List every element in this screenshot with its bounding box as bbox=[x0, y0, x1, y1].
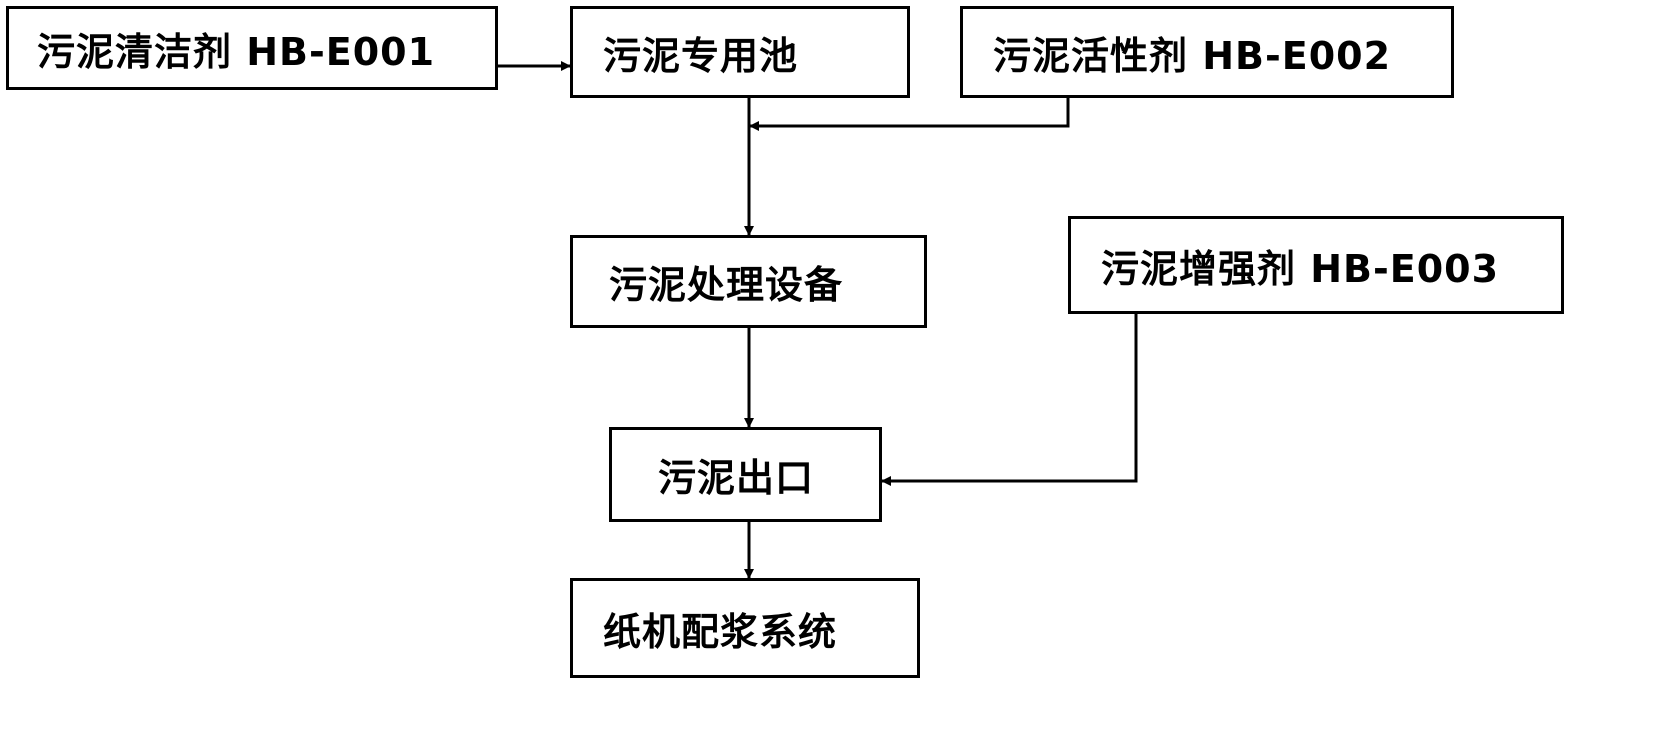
node-sludge-treatment-equipment-label: 污泥处理设备 bbox=[609, 263, 844, 307]
node-paper-machine-pulping-system-label: 纸机配浆系统 bbox=[603, 609, 838, 654]
node-sludge-enhancer-label: 污泥增强剂 HB-E003 bbox=[1101, 246, 1500, 291]
edge-activator-to-line bbox=[749, 98, 1070, 131]
node-sludge-activator: 污泥活性剂 HB-E002 bbox=[960, 6, 1454, 98]
node-sludge-outlet-label: 污泥出口 bbox=[658, 456, 815, 500]
node-sludge-enhancer: 污泥增强剂 HB-E003 bbox=[1068, 216, 1564, 314]
node-sludge-cleaner: 污泥清洁剂 HB-E001 bbox=[6, 6, 498, 90]
node-sludge-pool: 污泥专用池 bbox=[570, 6, 910, 98]
node-sludge-activator-label: 污泥活性剂 HB-E002 bbox=[993, 33, 1392, 78]
node-sludge-cleaner-label: 污泥清洁剂 HB-E001 bbox=[37, 29, 436, 74]
edge-enhancer-to-outlet bbox=[881, 314, 1138, 486]
node-sludge-treatment-equipment: 污泥处理设备 bbox=[570, 235, 927, 328]
node-sludge-outlet: 污泥出口 bbox=[609, 427, 882, 522]
node-paper-machine-pulping-system: 纸机配浆系统 bbox=[570, 578, 920, 678]
node-sludge-pool-label: 污泥专用池 bbox=[603, 33, 799, 78]
